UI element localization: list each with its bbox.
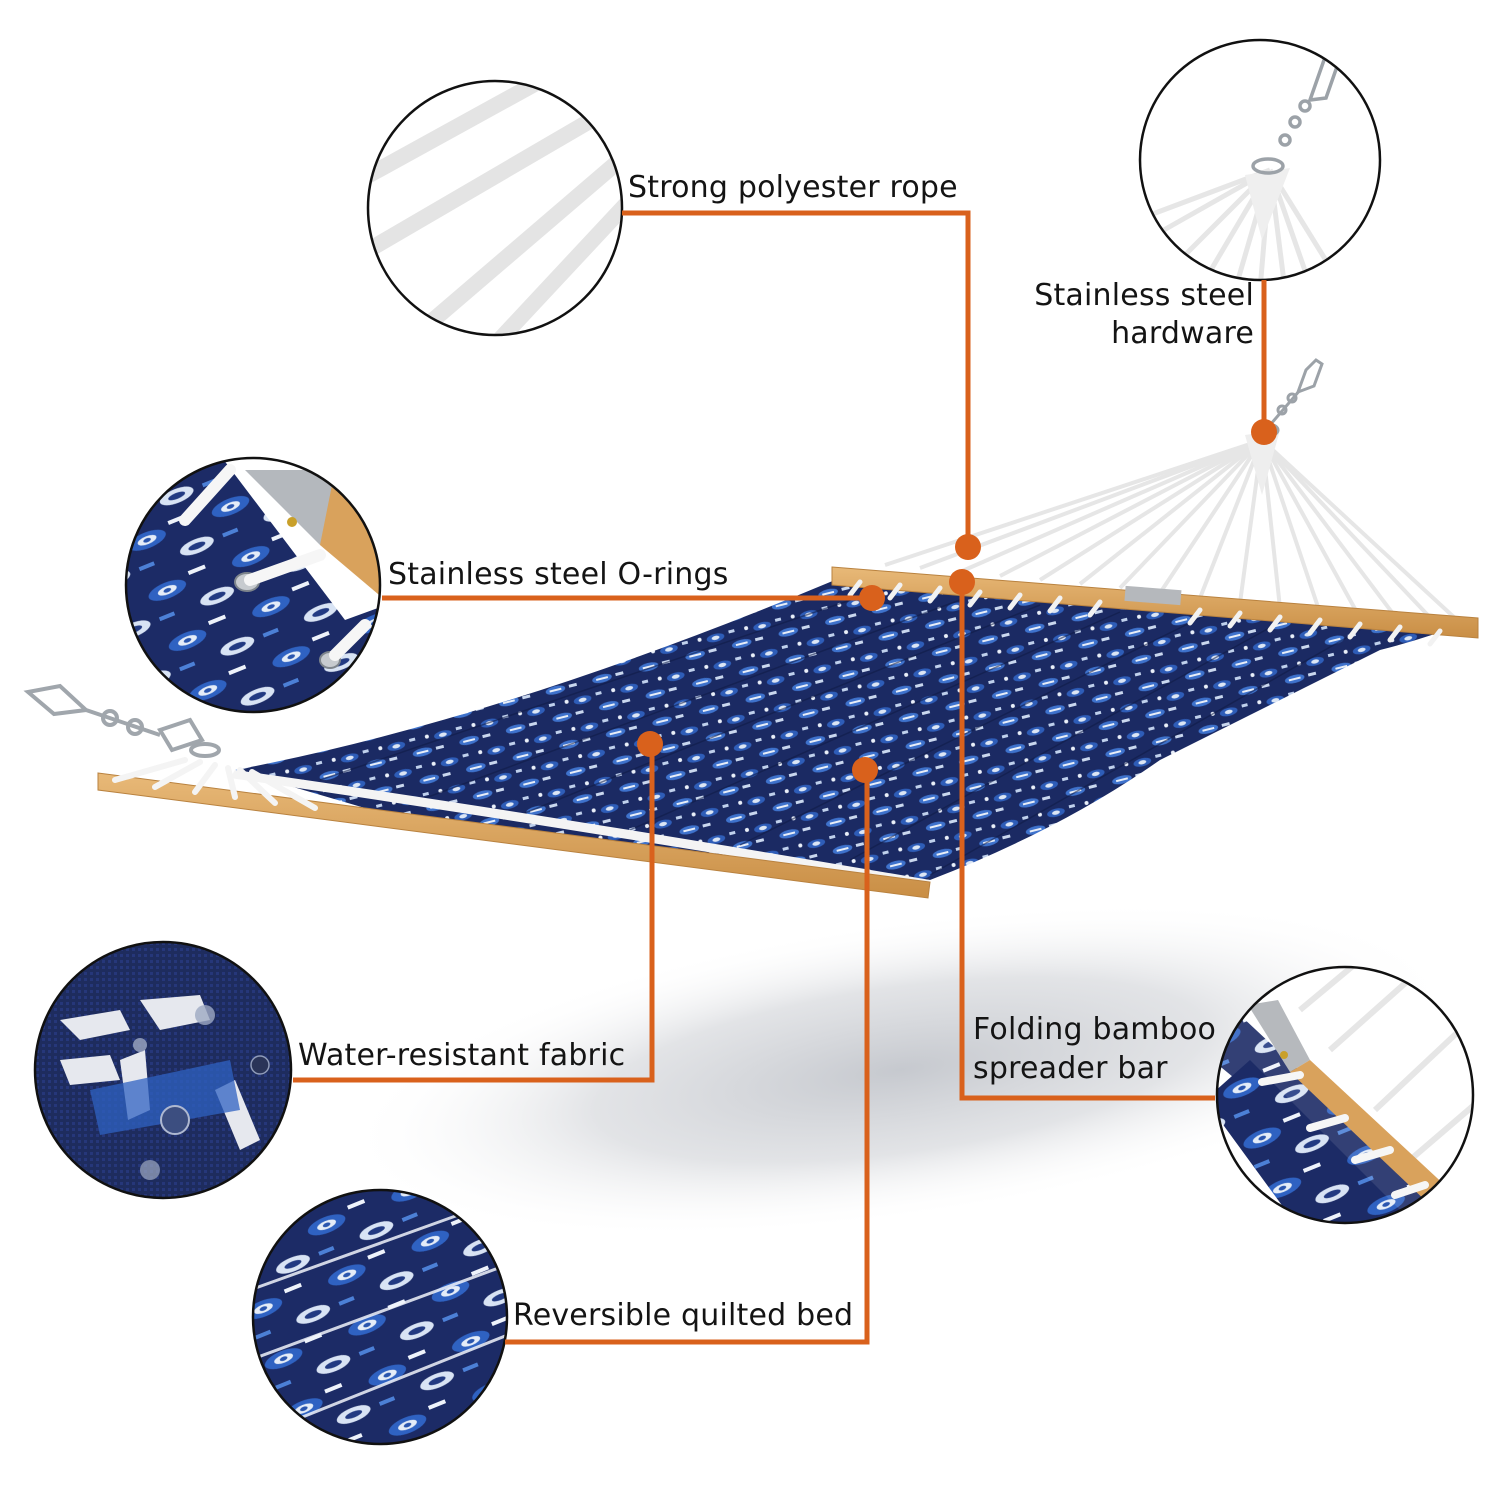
callout-leaders <box>293 210 1267 1345</box>
dot-fabric <box>637 731 663 757</box>
callout-label-hardware-line2: hardware <box>1111 316 1254 351</box>
rope-fan-right <box>884 438 1472 634</box>
dot-hardware <box>1251 419 1277 445</box>
callout-label-fabric: Water-resistant fabric <box>298 1038 626 1073</box>
callout-label-spreader-line1: Folding bamboo <box>973 1012 1217 1047</box>
leader-spreader <box>959 583 1215 1101</box>
callout-label-o-rings: Stainless steel O-rings <box>388 557 729 592</box>
dot-o-rings <box>859 585 885 611</box>
dot-spreader <box>949 569 975 595</box>
detail-circle-bed <box>251 1188 509 1446</box>
hammock-bed <box>235 580 1460 880</box>
callout-label-bed: Reversible quilted bed <box>513 1298 854 1333</box>
leader-bed <box>505 770 870 1345</box>
dot-rope <box>955 534 981 560</box>
chain-right <box>1256 358 1324 438</box>
detail-circle-o-rings <box>124 456 382 714</box>
callout-dots <box>637 419 1277 783</box>
hammock-illustration <box>23 358 1479 899</box>
floor-shadow <box>345 902 1455 1238</box>
quilting-lines <box>319 589 1361 876</box>
hammock-edge <box>230 770 930 888</box>
callout-label-spreader-line2: spreader bar <box>973 1051 1168 1086</box>
detail-circle-spreader <box>1215 965 1475 1225</box>
callout-label-hardware-line1: Stainless steel <box>1034 278 1254 313</box>
callout-label-rope: Strong polyester rope <box>628 170 958 205</box>
spreader-bar-near <box>97 757 931 899</box>
detail-circle-hardware <box>1138 38 1382 282</box>
leader-fabric <box>293 745 655 1083</box>
leader-rope <box>622 210 971 545</box>
chain-left <box>23 683 221 758</box>
spreader-bar-far <box>831 566 1479 647</box>
detail-circle-fabric <box>33 940 293 1200</box>
dot-bed <box>852 757 878 783</box>
rope-braid-right <box>1245 430 1280 495</box>
detail-circle-rope <box>366 79 624 337</box>
